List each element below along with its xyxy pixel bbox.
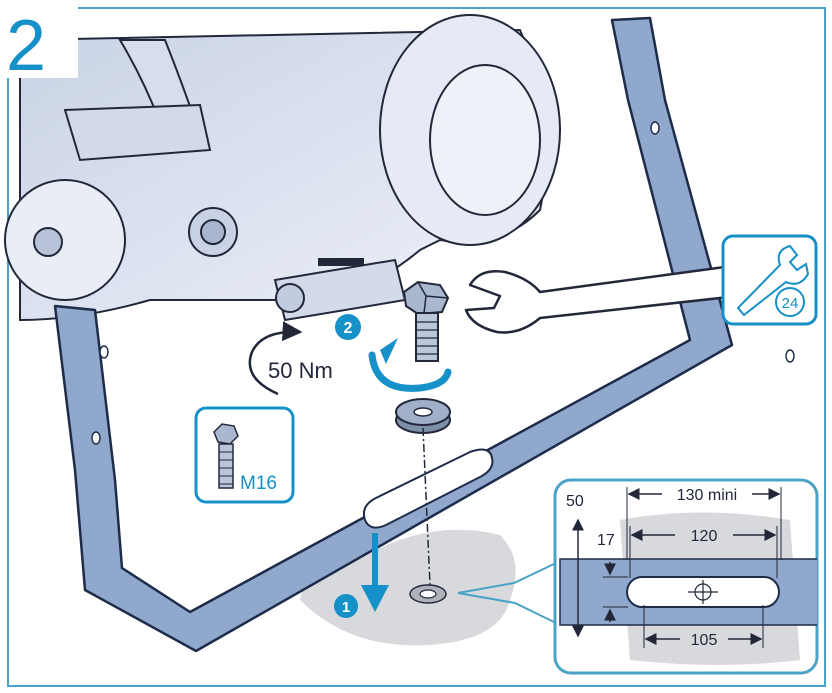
mounting-bracket: [53, 16, 734, 653]
dim-slot-width-label: 17: [597, 532, 615, 549]
wrench: [464, 264, 740, 334]
detail-crosshair: [688, 580, 718, 604]
dim-height-label: 50: [566, 493, 584, 510]
sequence-marker-2: 2: [335, 314, 361, 340]
anchor-hole: [409, 584, 447, 604]
bolt-size-callout: M16: [194, 406, 295, 504]
sequence-marker-1: 1: [334, 594, 358, 618]
wrench-size-label: 24: [782, 295, 799, 312]
bracket-hole: [785, 349, 795, 363]
dim-slot-length-label: 120: [691, 528, 718, 545]
washer: [395, 398, 451, 434]
wrench-size-callout: 24: [721, 234, 818, 326]
sequence-marker-1-label: 1: [342, 599, 350, 616]
down-arrowhead: [361, 585, 389, 612]
torque-label: 50 Nm: [268, 358, 333, 383]
hex-bolt: [402, 280, 450, 362]
detail-leader: [457, 562, 557, 624]
detail-inset: 50 130 mini 17 120 105: [553, 478, 819, 675]
bracket-hole: [91, 431, 101, 445]
step-number: 2: [6, 6, 46, 86]
sequence-marker-2-label: 2: [344, 320, 353, 337]
outer-frame: [7, 7, 826, 687]
rotation-arrow: [368, 351, 452, 392]
centerline: [422, 427, 431, 586]
torque-arrow: [248, 321, 303, 396]
rotation-arrowhead: [380, 338, 398, 364]
bracket-slot: [362, 448, 494, 529]
bolt-size-label: M16: [240, 473, 277, 494]
dim-spacing-label: 105: [691, 632, 718, 649]
dim-width-label: 130 mini: [677, 487, 737, 504]
step-badge: 2: [0, 0, 78, 86]
bracket-hole: [99, 345, 109, 359]
bracket-hole: [650, 121, 660, 135]
floodlight-housing: [4, 14, 561, 322]
